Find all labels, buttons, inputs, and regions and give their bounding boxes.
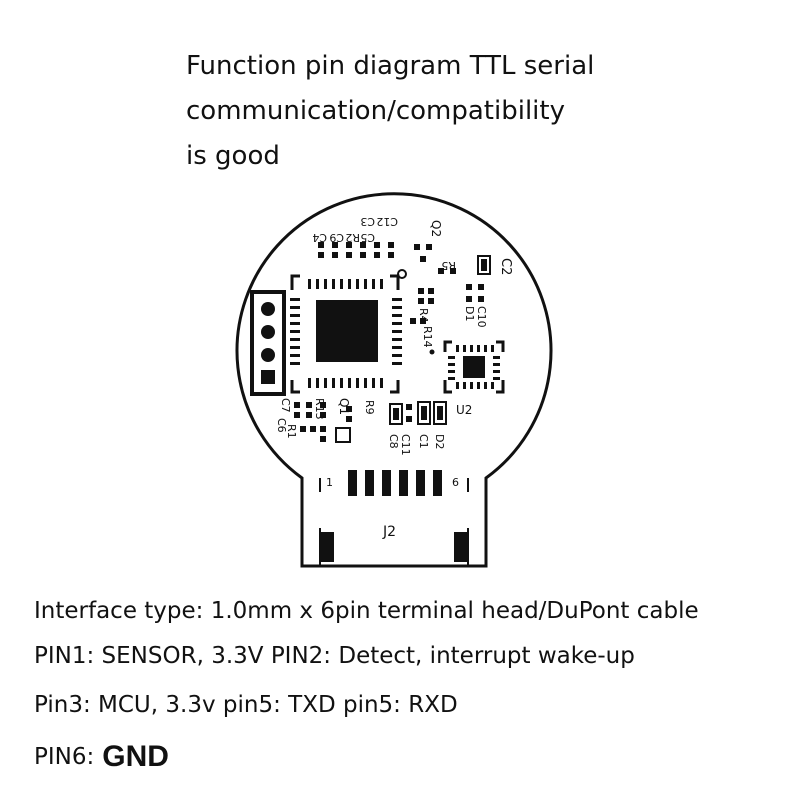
label-c7: C7 <box>279 398 292 413</box>
board-outline <box>235 192 553 568</box>
label-c1: C1 <box>417 434 430 449</box>
spec-pin1-pin2: PIN1: SENSOR, 3.3V PIN2: Detect, interru… <box>34 643 635 669</box>
diagram-title: Function pin diagram TTL serial communic… <box>186 44 706 179</box>
spec-pin3-pin5: Pin3: MCU, 3.3v pin5: TXD pin5: RXD <box>34 692 458 718</box>
label-r1: R1 <box>285 424 298 439</box>
title-line-1: Function pin diagram TTL serial <box>186 51 595 81</box>
pin6-value: GND <box>102 740 169 773</box>
pin6-label: PIN6: <box>34 744 95 770</box>
label-c2: C2 <box>498 258 513 275</box>
j2-connector: J2 1 6 <box>319 470 469 567</box>
label-c3: C3 <box>360 215 375 228</box>
label-pin-1: 1 <box>326 476 333 489</box>
spec-interface: Interface type: 1.0mm x 6pin terminal he… <box>34 598 699 624</box>
label-c10: C10 <box>475 306 488 328</box>
label-c6: C6 <box>275 418 288 433</box>
label-c5: C5 <box>360 231 375 244</box>
label-pin-6: 6 <box>452 476 459 489</box>
label-c8: C8 <box>387 434 400 449</box>
left-pin-header <box>250 290 286 396</box>
label-q2: Q2 <box>429 220 443 237</box>
label-r13: R13 <box>313 398 326 420</box>
label-r2: R2 <box>345 231 360 244</box>
label-r9: R9 <box>363 400 376 415</box>
label-d1: D1 <box>463 306 476 321</box>
mcu-chip <box>290 269 407 394</box>
label-u2: U2 <box>456 403 472 417</box>
label-c12: C12 <box>376 215 398 228</box>
label-r4: R4 <box>417 308 430 323</box>
label-r14: R14 <box>421 326 434 348</box>
label-c9: C9 <box>329 231 344 244</box>
passive-components <box>294 242 491 443</box>
title-line-2: communication/compatibility <box>186 96 565 126</box>
label-r5: R5 <box>441 259 456 272</box>
label-d2: D2 <box>433 434 446 449</box>
label-j2: J2 <box>382 524 396 540</box>
title-line-3: is good <box>186 141 280 171</box>
label-q1: Q1 <box>337 398 351 415</box>
label-c4: C4 <box>312 231 327 244</box>
component-labels: C4 C9 R2 C3 C5 C12 Q2 R5 C2 R4 D1 C10 R1… <box>275 215 513 456</box>
spec-pin6: PIN6: GND <box>34 738 169 773</box>
label-c11: C11 <box>399 434 412 456</box>
u2-chip <box>429 340 505 394</box>
